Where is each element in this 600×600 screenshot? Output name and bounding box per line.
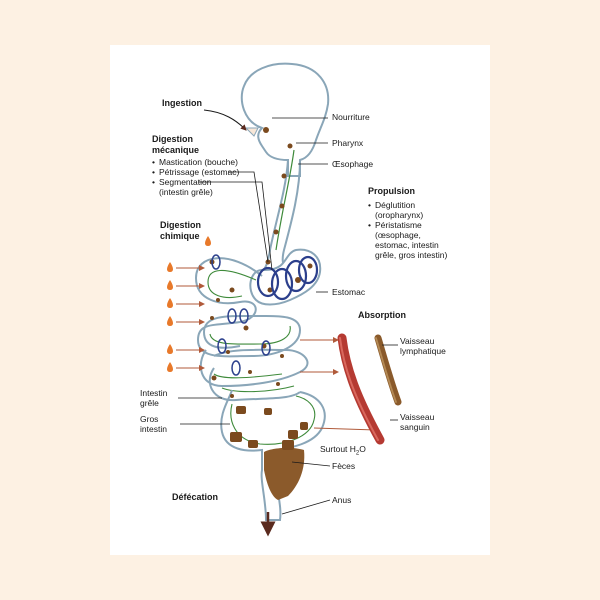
feces-label: Fèces xyxy=(332,461,356,471)
propulsion-list: Déglutition (oropharynx) Péristatisme (œ… xyxy=(368,200,448,260)
mecanique-item: Segmentation (intestin grêle) xyxy=(152,177,239,197)
propulsion-item: Déglutition (oropharynx) xyxy=(368,200,448,220)
enzyme-drop-icons xyxy=(167,236,211,372)
enzyme-arrows xyxy=(176,265,205,371)
subscript-2: 2 xyxy=(355,450,360,457)
defecation-label: Défécation xyxy=(172,492,219,502)
anus-label: Anus xyxy=(332,495,352,505)
blood-vessel xyxy=(337,333,385,445)
gros-intestin-label: Gros intestin xyxy=(140,414,167,434)
lymph-vessel xyxy=(374,334,402,406)
surtout-h2o-label: Surtout H2O xyxy=(320,444,366,459)
surtout-o: O xyxy=(359,444,366,454)
oesophage-label: Œsophage xyxy=(332,159,374,169)
digestion-chimique-label: Digestion chimique xyxy=(160,220,202,241)
mecanique-item: Pétrissage (estomac) xyxy=(152,167,239,177)
ingestion-label: Ingestion xyxy=(162,98,202,108)
nourriture-label: Nourriture xyxy=(332,112,370,122)
intestin-grele-label: Intestin grêle xyxy=(140,388,168,408)
mecanique-list: Mastication (bouche) Pétrissage (estomac… xyxy=(152,157,239,197)
propulsion-item: Péristatisme (œsophage, estomac, intesti… xyxy=(368,220,448,260)
leader-lines xyxy=(178,117,398,515)
stomach-churn-rings xyxy=(256,255,319,301)
vaisseau-lymphatique-label: Vaisseau lymphatique xyxy=(400,336,446,356)
feces-mass xyxy=(264,447,305,500)
segmentation-rings xyxy=(211,254,271,376)
absorption-arrows xyxy=(300,337,377,433)
estomac-label: Estomac xyxy=(332,287,366,297)
ingestion-arrow xyxy=(203,109,247,131)
food-particles xyxy=(209,127,313,450)
mecanique-item: Mastication (bouche) xyxy=(152,157,239,167)
propulsion-label: Propulsion xyxy=(368,186,415,196)
head-silhouette xyxy=(240,62,330,177)
digestion-mecanique-label: Digestion mécanique xyxy=(152,134,200,155)
surtout-text: Surtout H xyxy=(320,444,356,454)
absorption-label: Absorption xyxy=(358,310,406,320)
vaisseau-sanguin-label: Vaisseau sanguin xyxy=(400,412,435,432)
pharynx-label: Pharynx xyxy=(332,138,364,148)
